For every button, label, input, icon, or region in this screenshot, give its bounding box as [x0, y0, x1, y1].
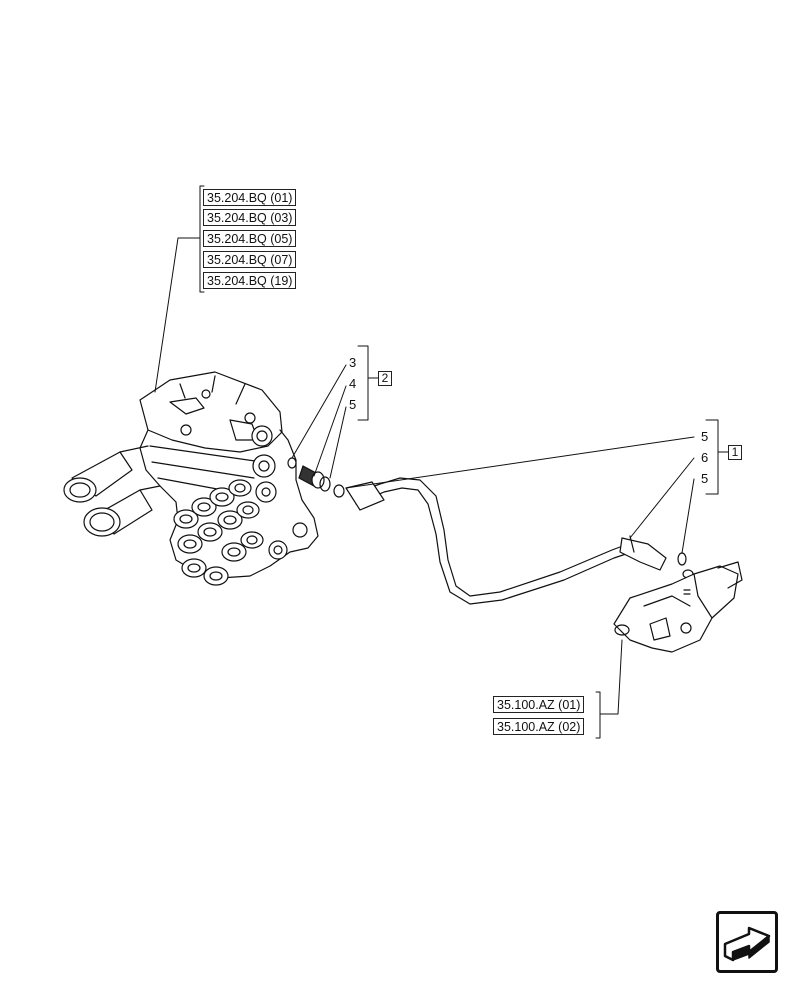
reference-link[interactable]: 35.100.AZ (01) — [493, 696, 585, 713]
auxiliary-valve — [613, 561, 743, 653]
reference-link[interactable]: 35.204.BQ (07) — [203, 251, 297, 268]
callout-number: 6 — [701, 450, 709, 465]
reference-link[interactable]: 35.204.BQ (05) — [203, 230, 297, 247]
callout-number: 4 — [349, 376, 357, 391]
group-number-box[interactable]: 1 — [728, 445, 742, 460]
o-ring — [677, 552, 687, 566]
control-valve-block — [63, 371, 319, 586]
leader-lines — [154, 185, 729, 739]
callout-number: 3 — [349, 355, 357, 370]
callout-number: 5 — [701, 429, 709, 444]
callout-number: 5 — [349, 397, 357, 412]
arrow-glyph — [723, 926, 771, 962]
reference-link[interactable]: 35.100.AZ (02) — [493, 718, 585, 735]
next-page-arrow-icon[interactable] — [716, 911, 778, 973]
reference-link[interactable]: 35.204.BQ (03) — [203, 209, 297, 226]
hydraulic-pipe — [345, 477, 667, 605]
callout-number: 5 — [701, 471, 709, 486]
group-number-box[interactable]: 2 — [378, 371, 392, 386]
reference-link[interactable]: 35.204.BQ (19) — [203, 272, 297, 289]
reference-link[interactable]: 35.204.BQ (01) — [203, 189, 297, 206]
seal-and-fitting-set — [287, 457, 345, 498]
